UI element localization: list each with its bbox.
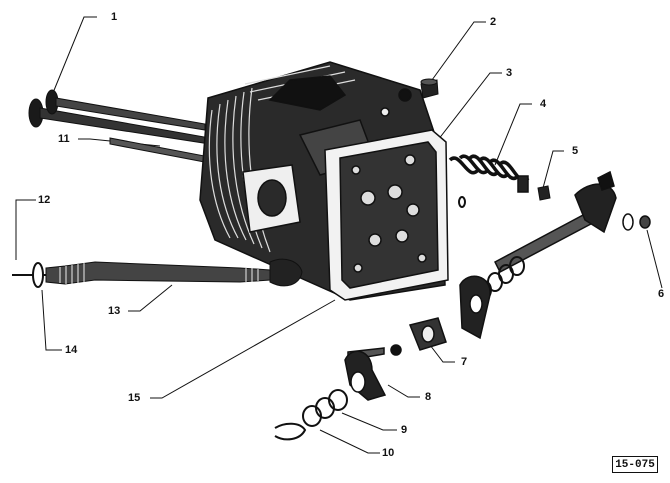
callout-3: 3 [506, 67, 513, 79]
circlip-10 [274, 422, 307, 441]
pushrod-tube [12, 258, 303, 288]
leader-1 [47, 16, 97, 106]
head-stud-hole [398, 88, 412, 102]
callout-15: 15 [128, 392, 141, 404]
rocker-shaft-assembly [274, 170, 651, 441]
leader-9 [341, 412, 397, 431]
adjusting-nut [537, 185, 551, 201]
callout-8: 8 [425, 391, 432, 403]
valve-spring [448, 154, 530, 208]
leader-7 [429, 344, 455, 363]
callout-7: 7 [461, 356, 468, 368]
leader-5 [542, 150, 564, 189]
leader-15 [150, 299, 336, 399]
callout-6: 6 [658, 288, 665, 300]
support-bore [421, 325, 435, 343]
rocker-adjuster-upper [597, 170, 615, 191]
leader-10 [319, 429, 380, 454]
shaft-washer [622, 213, 634, 231]
leader-6 [646, 229, 663, 289]
leader-8 [387, 384, 420, 398]
tube-body [45, 261, 271, 285]
intake-port [257, 179, 287, 217]
rocker-bore-middle [469, 294, 483, 314]
callout-5: 5 [572, 145, 579, 157]
support-nut [390, 344, 402, 356]
tube-bellows [59, 263, 259, 284]
spring-washers-9 [302, 389, 348, 427]
leader-2 [431, 21, 486, 81]
leader-4 [494, 103, 532, 166]
callout-10: 10 [382, 447, 395, 459]
tube-seal-end [269, 258, 303, 287]
leader-3 [437, 72, 502, 141]
leader-12 [15, 199, 36, 260]
callout-9: 9 [401, 424, 408, 436]
callout-14: 14 [65, 344, 78, 356]
seal-ring-14 [32, 262, 44, 288]
head-bolt-hole [380, 107, 390, 117]
callout-4: 4 [540, 98, 547, 110]
leader-lines [15, 16, 663, 454]
rocker-boss [268, 75, 347, 111]
callout-11: 11 [58, 133, 70, 145]
leader-13 [128, 284, 173, 312]
valve-cap [420, 78, 439, 99]
callout-12: 12 [38, 194, 51, 206]
shaft-clip-6 [639, 215, 651, 229]
rocker-chamber [339, 141, 439, 289]
rocker-bore-8 [350, 371, 366, 393]
callout-2: 2 [490, 16, 497, 28]
rocker-arm-8 [344, 350, 387, 401]
figure-reference: 15-075 [612, 456, 658, 473]
callout-1: 1 [111, 11, 118, 23]
callout-13: 13 [108, 305, 121, 317]
valve-assembly [28, 89, 216, 165]
leader-14 [41, 289, 62, 351]
chamber-bosses [351, 154, 427, 273]
cylinder-head [199, 61, 449, 301]
